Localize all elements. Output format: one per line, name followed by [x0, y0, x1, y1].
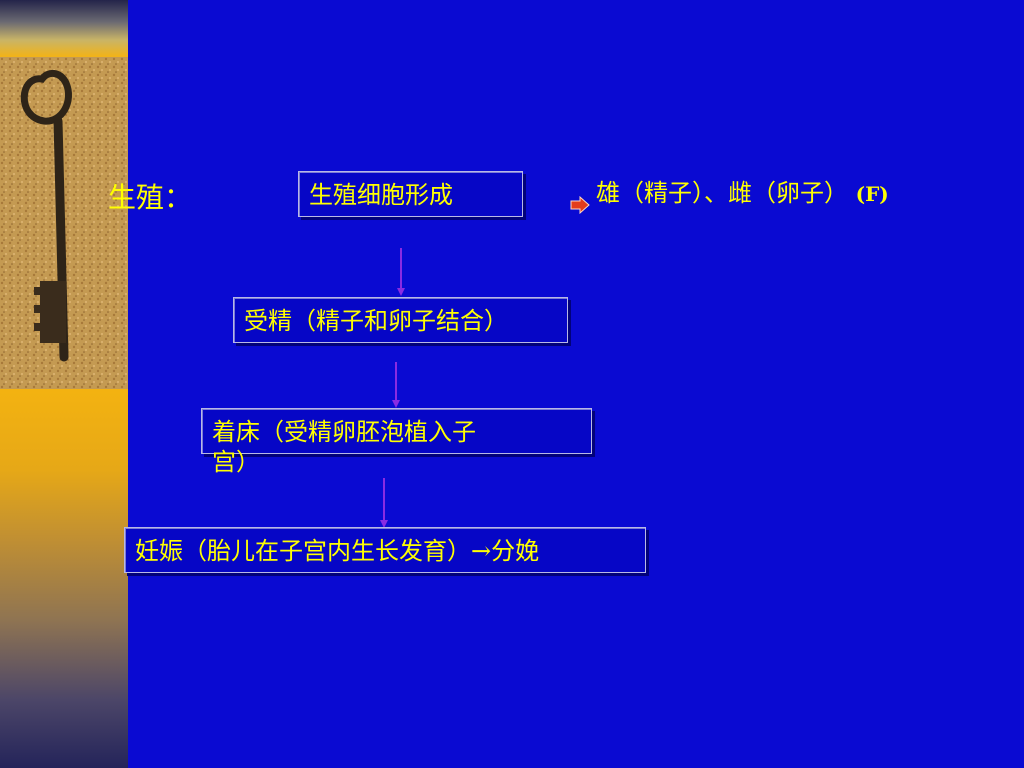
result-label: 雄（精子）、雌（卵子） — [596, 179, 848, 207]
step-implantation-line2: 宫） — [212, 448, 260, 476]
red-right-arrow-icon — [570, 196, 590, 214]
step-implantation: 着床（受精卵胚泡植入子 宫） — [201, 408, 592, 476]
step-germ-cell-formation: 生殖细胞形成 — [298, 171, 523, 217]
connector-arrow-1 — [397, 248, 405, 296]
step-implantation-line1: 着床（受精卵胚泡植入子 — [212, 418, 476, 446]
result-text: 雄（精子）、雌（卵子） (F) — [596, 178, 889, 209]
result-suffix: (F) — [855, 182, 889, 206]
connector-arrow-2 — [392, 362, 400, 408]
connector-arrow-3 — [380, 478, 388, 528]
step-pregnancy-delivery: 妊娠（胎儿在子宫内生长发育）→分娩 — [124, 527, 646, 573]
old-key-image — [0, 57, 128, 389]
step-fertilization: 受精（精子和卵子结合） — [233, 297, 568, 343]
slide-title: 生殖： — [108, 181, 193, 214]
left-sidebar-strip — [0, 0, 128, 768]
